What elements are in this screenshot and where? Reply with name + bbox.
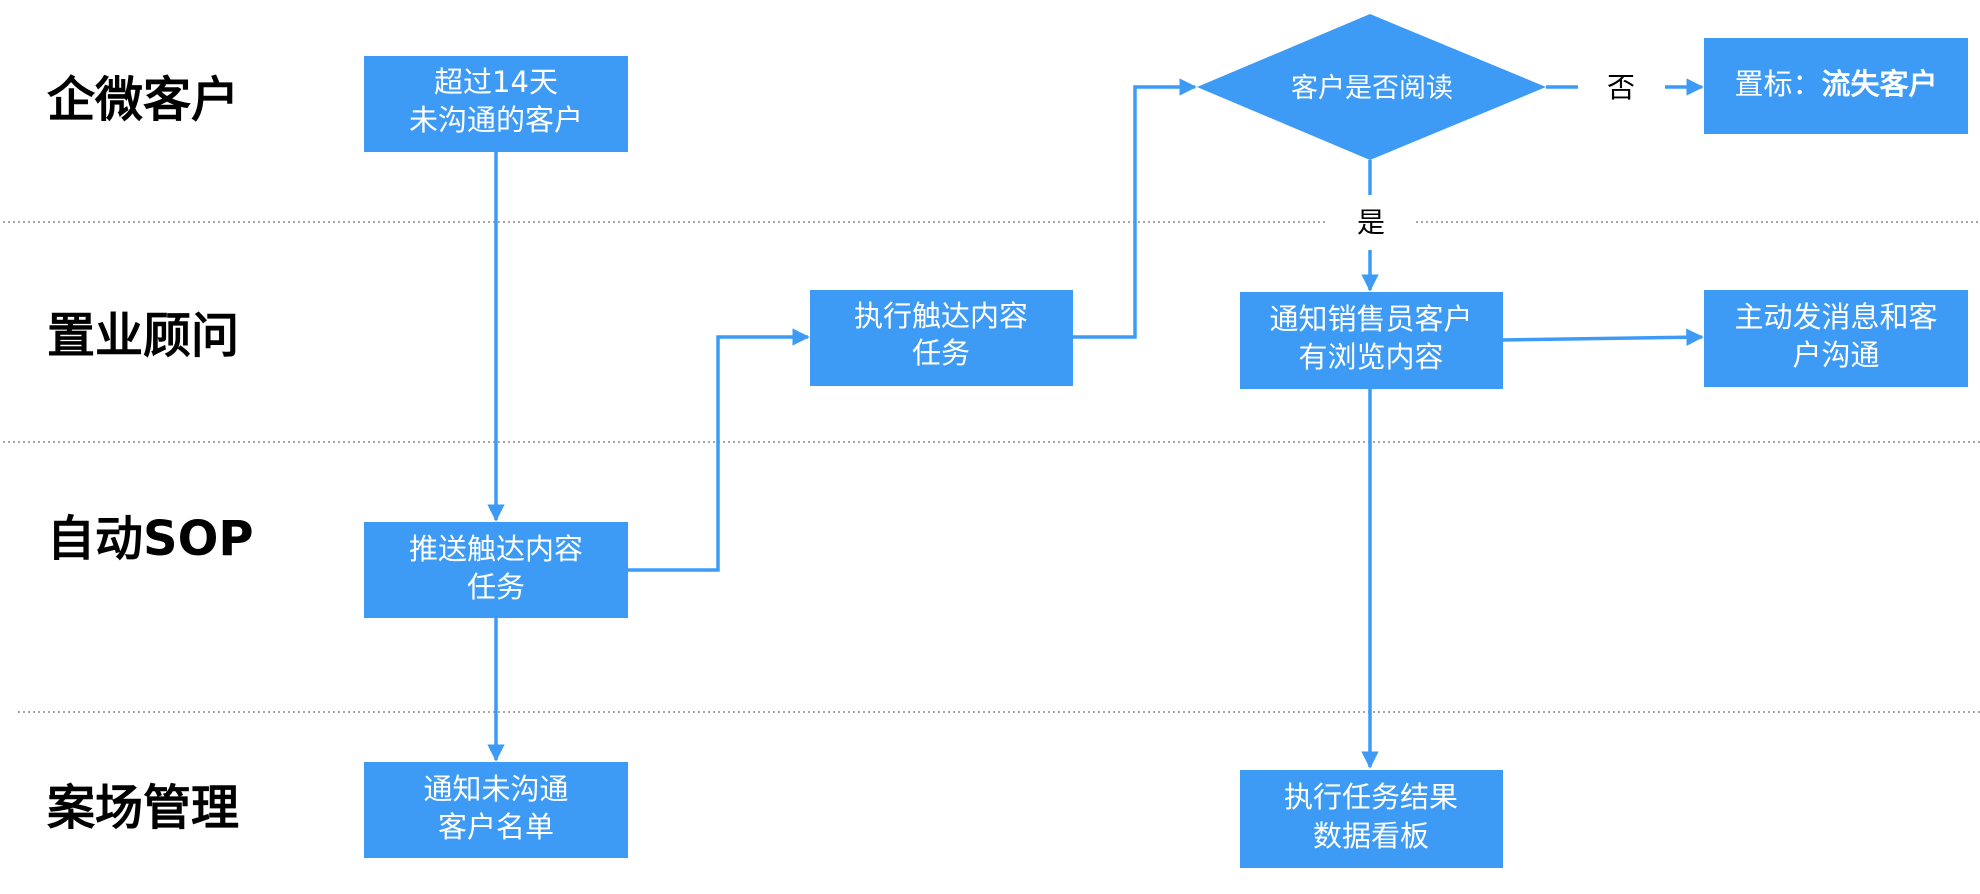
svg-text:通知未沟通: 通知未沟通 xyxy=(423,772,568,806)
svg-text:执行任务结果: 执行任务结果 xyxy=(1284,780,1458,814)
svg-text:通知销售员客户: 通知销售员客户 xyxy=(1269,302,1472,336)
edge-notify-sales-to-proactive xyxy=(1501,328,1704,346)
svg-text:置标：流失客户: 置标：流失客户 xyxy=(1734,67,1937,101)
node-flag-lost-customer: 置标：流失客户 xyxy=(1704,38,1968,134)
edge-push-to-exec xyxy=(628,328,810,572)
svg-text:有浏览内容: 有浏览内容 xyxy=(1298,340,1443,374)
branch-label-yes: 是 xyxy=(1357,206,1385,239)
svg-text:执行触达内容: 执行触达内容 xyxy=(854,299,1028,333)
node-exec-task: 执行触达内容 任务 xyxy=(810,290,1073,386)
svg-text:任务: 任务 xyxy=(467,570,525,604)
lane-label-auto-sop: 自动SOP xyxy=(47,511,254,567)
node-notify-sales: 通知销售员客户 有浏览内容 xyxy=(1240,292,1503,389)
svg-text:主动发消息和客: 主动发消息和客 xyxy=(1734,300,1937,334)
svg-text:未沟通的客户: 未沟通的客户 xyxy=(409,103,583,137)
branch-label-no: 否 xyxy=(1607,71,1635,104)
svg-text:超过14天: 超过14天 xyxy=(434,65,558,99)
node-over-14-days: 超过14天 未沟通的客户 xyxy=(364,56,628,152)
lane-label-site-management: 案场管理 xyxy=(47,780,239,836)
node-dashboard: 执行任务结果 数据看板 xyxy=(1240,770,1503,868)
node-decision: 客户是否阅读 xyxy=(1197,14,1546,160)
node-proactive-message: 主动发消息和客 户沟通 xyxy=(1704,290,1968,387)
node-notify-list: 通知未沟通 客户名单 xyxy=(364,762,628,858)
edge-exec-to-decision xyxy=(1073,78,1197,339)
svg-text:客户名单: 客户名单 xyxy=(438,810,554,844)
flag-emphasis: 流失客户 xyxy=(1822,67,1938,101)
node-push-task: 推送触达内容 任务 xyxy=(364,522,628,618)
svg-text:客户是否阅读: 客户是否阅读 xyxy=(1291,73,1453,104)
svg-text:户沟通: 户沟通 xyxy=(1792,338,1879,372)
svg-text:推送触达内容: 推送触达内容 xyxy=(409,532,583,566)
svg-text:数据看板: 数据看板 xyxy=(1313,819,1429,853)
lane-label-property-consultant: 置业顾问 xyxy=(47,308,239,364)
flag-prefix: 置标： xyxy=(1734,67,1821,101)
svg-text:任务: 任务 xyxy=(912,336,970,370)
lane-label-wecom-customer: 企微客户 xyxy=(47,72,239,128)
